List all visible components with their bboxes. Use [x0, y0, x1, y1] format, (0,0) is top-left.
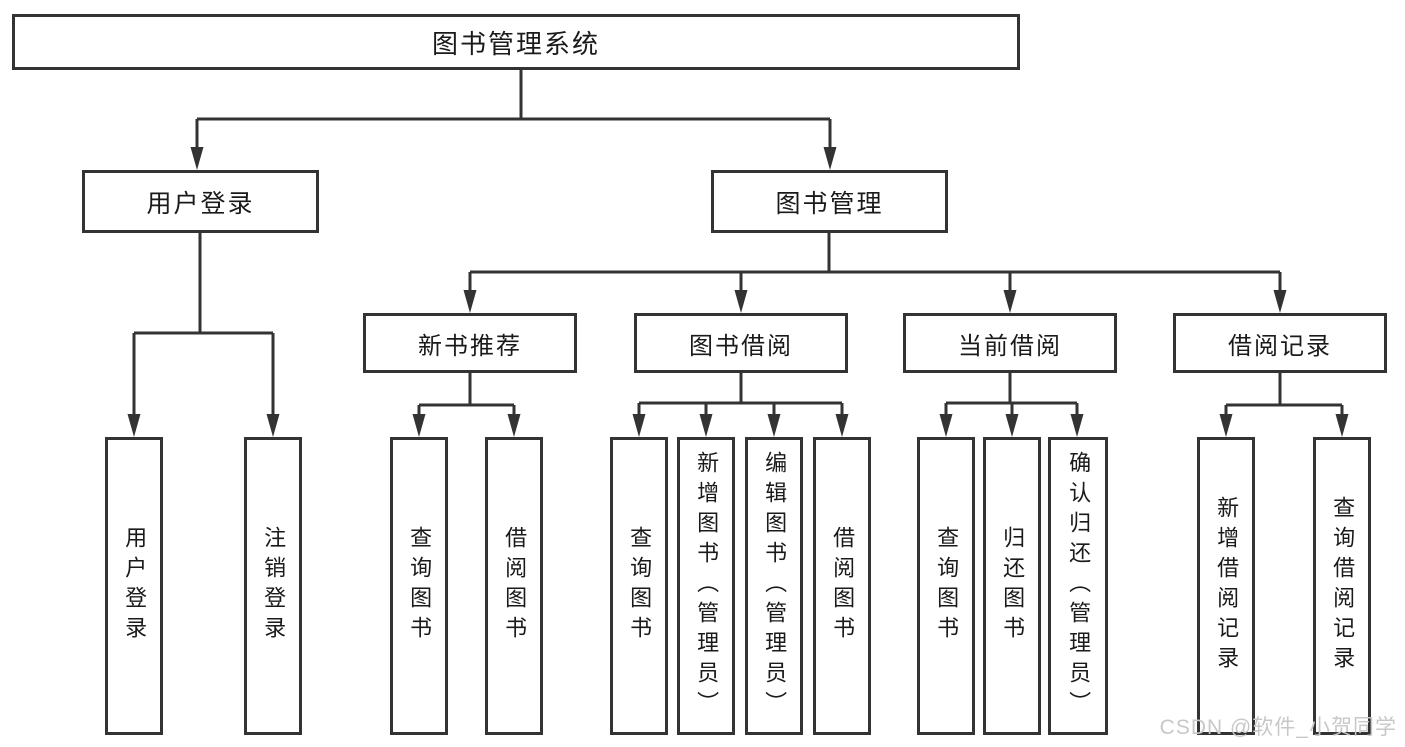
csdn-watermark: CSDN @软件_小贺同学: [1159, 716, 1397, 739]
leaf-user-login: 用户登录: [105, 437, 163, 735]
node-borrowing-record: 借阅记录: [1173, 313, 1387, 373]
node-current-borrowing: 当前借阅: [903, 313, 1117, 373]
node-book-borrowing: 图书借阅: [634, 313, 848, 373]
leaf-query-book-current: 查询图书: [917, 437, 975, 735]
node-new-book-recommendation: 新书推荐: [363, 313, 577, 373]
leaf-return-book: 归还图书: [983, 437, 1041, 735]
leaf-query-book-recommend: 查询图书: [390, 437, 448, 735]
leaf-query-book-borrowing: 查询图书: [610, 437, 668, 735]
node-root-system: 图书管理系统: [12, 14, 1020, 70]
leaf-edit-book-admin: 编辑图书（管理员）: [745, 437, 803, 735]
node-user-login: 用户登录: [82, 170, 319, 233]
leaf-borrow-book-borrowing: 借阅图书: [813, 437, 871, 735]
leaf-add-borrow-record: 新增借阅记录: [1197, 437, 1255, 735]
leaf-query-borrow-record: 查询借阅记录: [1313, 437, 1371, 735]
leaf-add-book-admin: 新增图书（管理员）: [677, 437, 735, 735]
leaf-borrow-book-recommend: 借阅图书: [485, 437, 543, 735]
leaf-confirm-return-admin: 确认归还（管理员）: [1048, 437, 1108, 735]
leaf-logout: 注销登录: [244, 437, 302, 735]
node-book-management: 图书管理: [711, 170, 948, 233]
